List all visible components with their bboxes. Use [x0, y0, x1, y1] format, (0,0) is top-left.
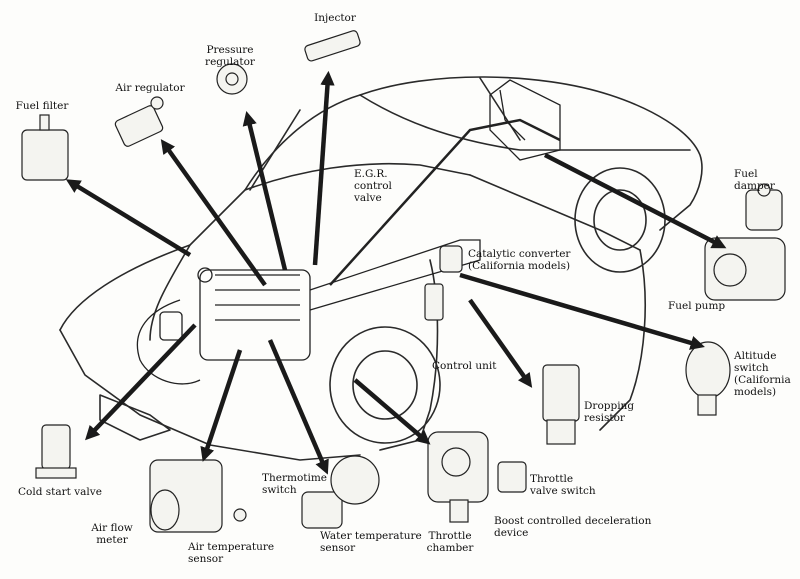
thermotime-switch-icon	[301, 491, 343, 529]
injector-icon	[304, 30, 361, 62]
label-fuel-pump: Fuel pump	[668, 300, 726, 312]
cold-start-valve-icon	[41, 424, 71, 470]
label-cold-start-valve: Cold start valve	[18, 486, 102, 498]
altitude-switch-icon	[685, 341, 731, 399]
label-fuel-damper: Fuel damper	[734, 168, 775, 192]
label-water-temperature-sensor: Water temperature sensor	[320, 530, 422, 554]
component-icons	[21, 30, 786, 533]
label-altitude-switch: Altitude switch (California models)	[734, 350, 791, 398]
label-air-flow-meter: Air flow meter	[91, 522, 133, 546]
air-regulator-icon	[114, 105, 164, 147]
label-air-temperature-sensor: Air temperature sensor	[188, 541, 275, 565]
label-egr-control-valve: E.G.R. control valve	[354, 168, 392, 204]
dropping-resistor-icon	[542, 364, 580, 422]
control-unit-icon	[424, 283, 444, 321]
water-temp-sensor-icon	[330, 455, 380, 505]
label-control-unit: Control unit	[432, 360, 497, 372]
label-injector: Injector	[314, 12, 356, 24]
label-boost-controlled-deceleration-device: Boost controlled deceleration device	[494, 515, 652, 539]
wheels	[329, 167, 666, 444]
label-throttle-chamber: Throttle chamber	[426, 530, 474, 554]
label-fuel-filter: Fuel filter	[15, 100, 69, 112]
label-catalytic-converter: Catalytic converter (California models)	[468, 248, 571, 272]
pointer-arrows	[65, 70, 727, 475]
label-throttle-valve-switch: Throttle valve switch	[530, 473, 596, 497]
air-temp-sensor-icon	[233, 508, 247, 522]
label-dropping-resistor: Dropping resistor	[584, 400, 635, 424]
catalytic-converter-icon	[439, 245, 463, 273]
car-outline	[59, 76, 703, 461]
label-air-regulator: Air regulator	[115, 82, 185, 94]
label-thermotime-switch: Thermotime switch	[262, 472, 328, 496]
label-pressure-regulator: Pressure regulator	[205, 44, 255, 68]
throttle-valve-switch-icon	[497, 461, 527, 493]
fuel-filter-icon	[21, 129, 69, 181]
